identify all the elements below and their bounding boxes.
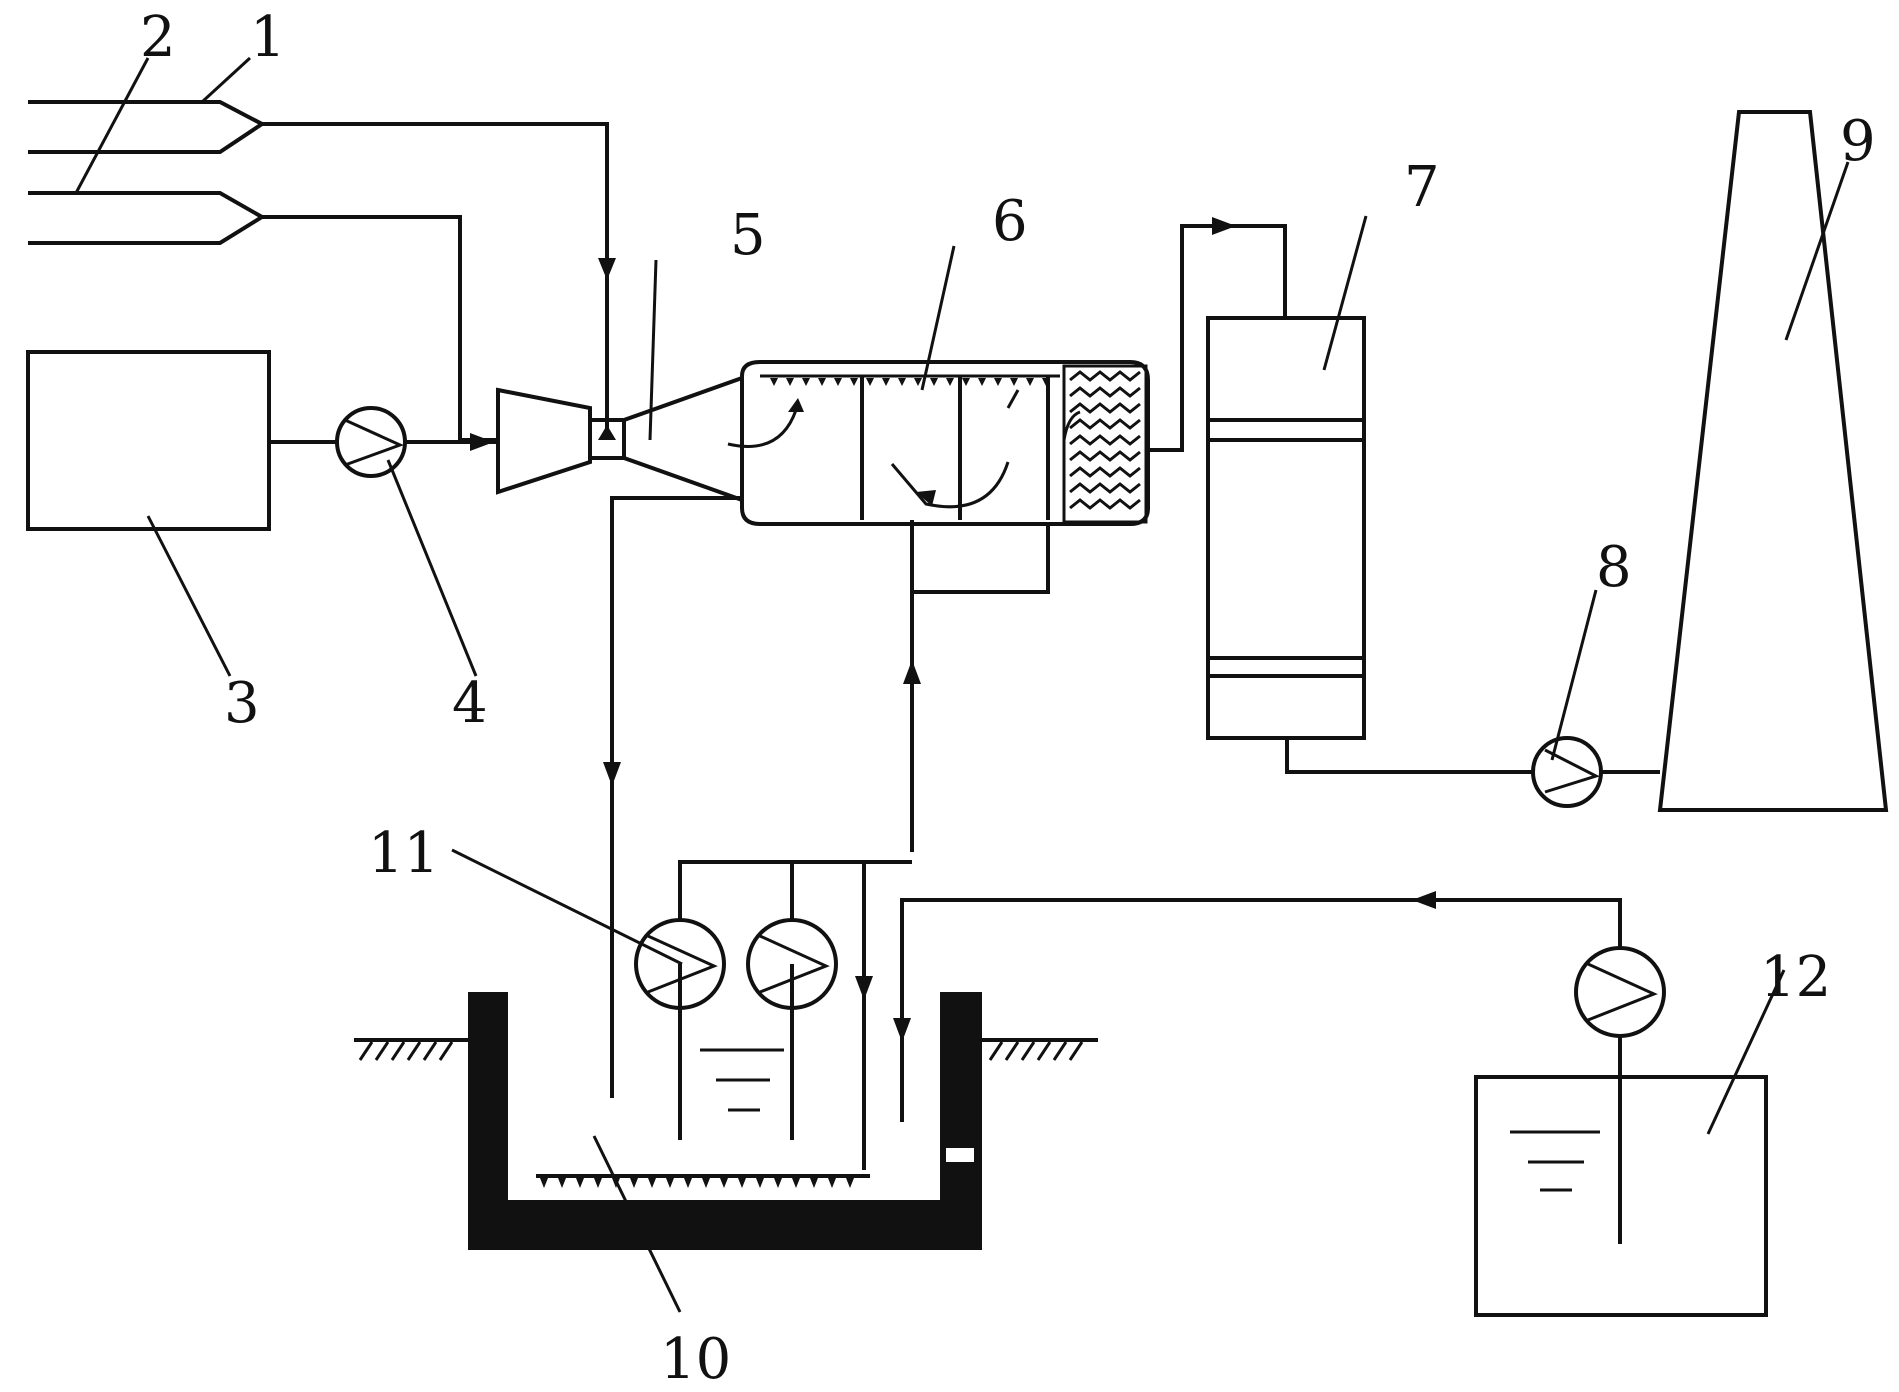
label-11: 11 bbox=[368, 821, 439, 886]
basin-10 bbox=[354, 992, 1098, 1250]
pipe-pump-header bbox=[678, 860, 912, 920]
venturi-mixer-5 bbox=[496, 376, 743, 502]
label-4: 4 bbox=[452, 671, 488, 736]
gas-cylinder-1 bbox=[28, 100, 266, 154]
leader-7 bbox=[1322, 215, 1368, 371]
label-9: 9 bbox=[1840, 109, 1876, 174]
flow-arrow bbox=[1412, 891, 1436, 909]
label-10: 10 bbox=[660, 1327, 731, 1392]
leader-3 bbox=[146, 515, 232, 677]
column-7 bbox=[1206, 316, 1366, 740]
pump-tank-12 bbox=[1574, 946, 1666, 1038]
pipe-reactor-drain bbox=[912, 524, 1050, 594]
spray-nozzles bbox=[770, 378, 1050, 386]
flow-arrow bbox=[598, 258, 616, 280]
label-5: 5 bbox=[730, 203, 766, 268]
gas-cylinder-2 bbox=[28, 191, 266, 245]
leader-6 bbox=[920, 245, 956, 391]
leader-9 bbox=[1784, 161, 1850, 341]
pipe-column-to-fan bbox=[1285, 738, 1532, 774]
label-7: 7 bbox=[1404, 155, 1440, 220]
flow-arrow bbox=[903, 660, 921, 684]
flow-arrow bbox=[855, 976, 873, 1000]
pipe-cylinder2-to-venturi bbox=[262, 215, 498, 442]
label-6: 6 bbox=[992, 189, 1028, 254]
pipe-reactor-to-column bbox=[1148, 224, 1287, 452]
flow-arrow bbox=[603, 762, 621, 786]
label-3: 3 bbox=[224, 671, 260, 736]
reactor-6 bbox=[727, 360, 1150, 526]
pipe-cylinder1-to-mixer bbox=[262, 122, 609, 430]
flow-arrow bbox=[893, 1018, 911, 1042]
flow-arrow bbox=[1212, 217, 1236, 235]
leader-10 bbox=[592, 1135, 682, 1313]
pipe-venturi-to-basin bbox=[610, 496, 742, 1098]
leader-2 bbox=[74, 57, 150, 194]
stack-9 bbox=[1657, 110, 1889, 812]
label-12: 12 bbox=[1760, 945, 1831, 1010]
pump-4 bbox=[335, 406, 407, 478]
leader-11 bbox=[451, 848, 683, 966]
label-2: 2 bbox=[140, 5, 176, 70]
label-8: 8 bbox=[1596, 535, 1632, 600]
fan-8 bbox=[1531, 736, 1603, 808]
tank-3 bbox=[26, 350, 271, 531]
pipe-tank12-to-basin bbox=[900, 898, 1622, 1122]
flow-arrow bbox=[470, 433, 494, 451]
leader-8 bbox=[1550, 589, 1598, 761]
demister-packing bbox=[1062, 364, 1148, 524]
leader-1 bbox=[200, 56, 252, 104]
leader-4 bbox=[386, 459, 478, 677]
leader-12 bbox=[1706, 969, 1786, 1135]
leader-5 bbox=[648, 259, 658, 441]
label-1: 1 bbox=[250, 5, 286, 70]
